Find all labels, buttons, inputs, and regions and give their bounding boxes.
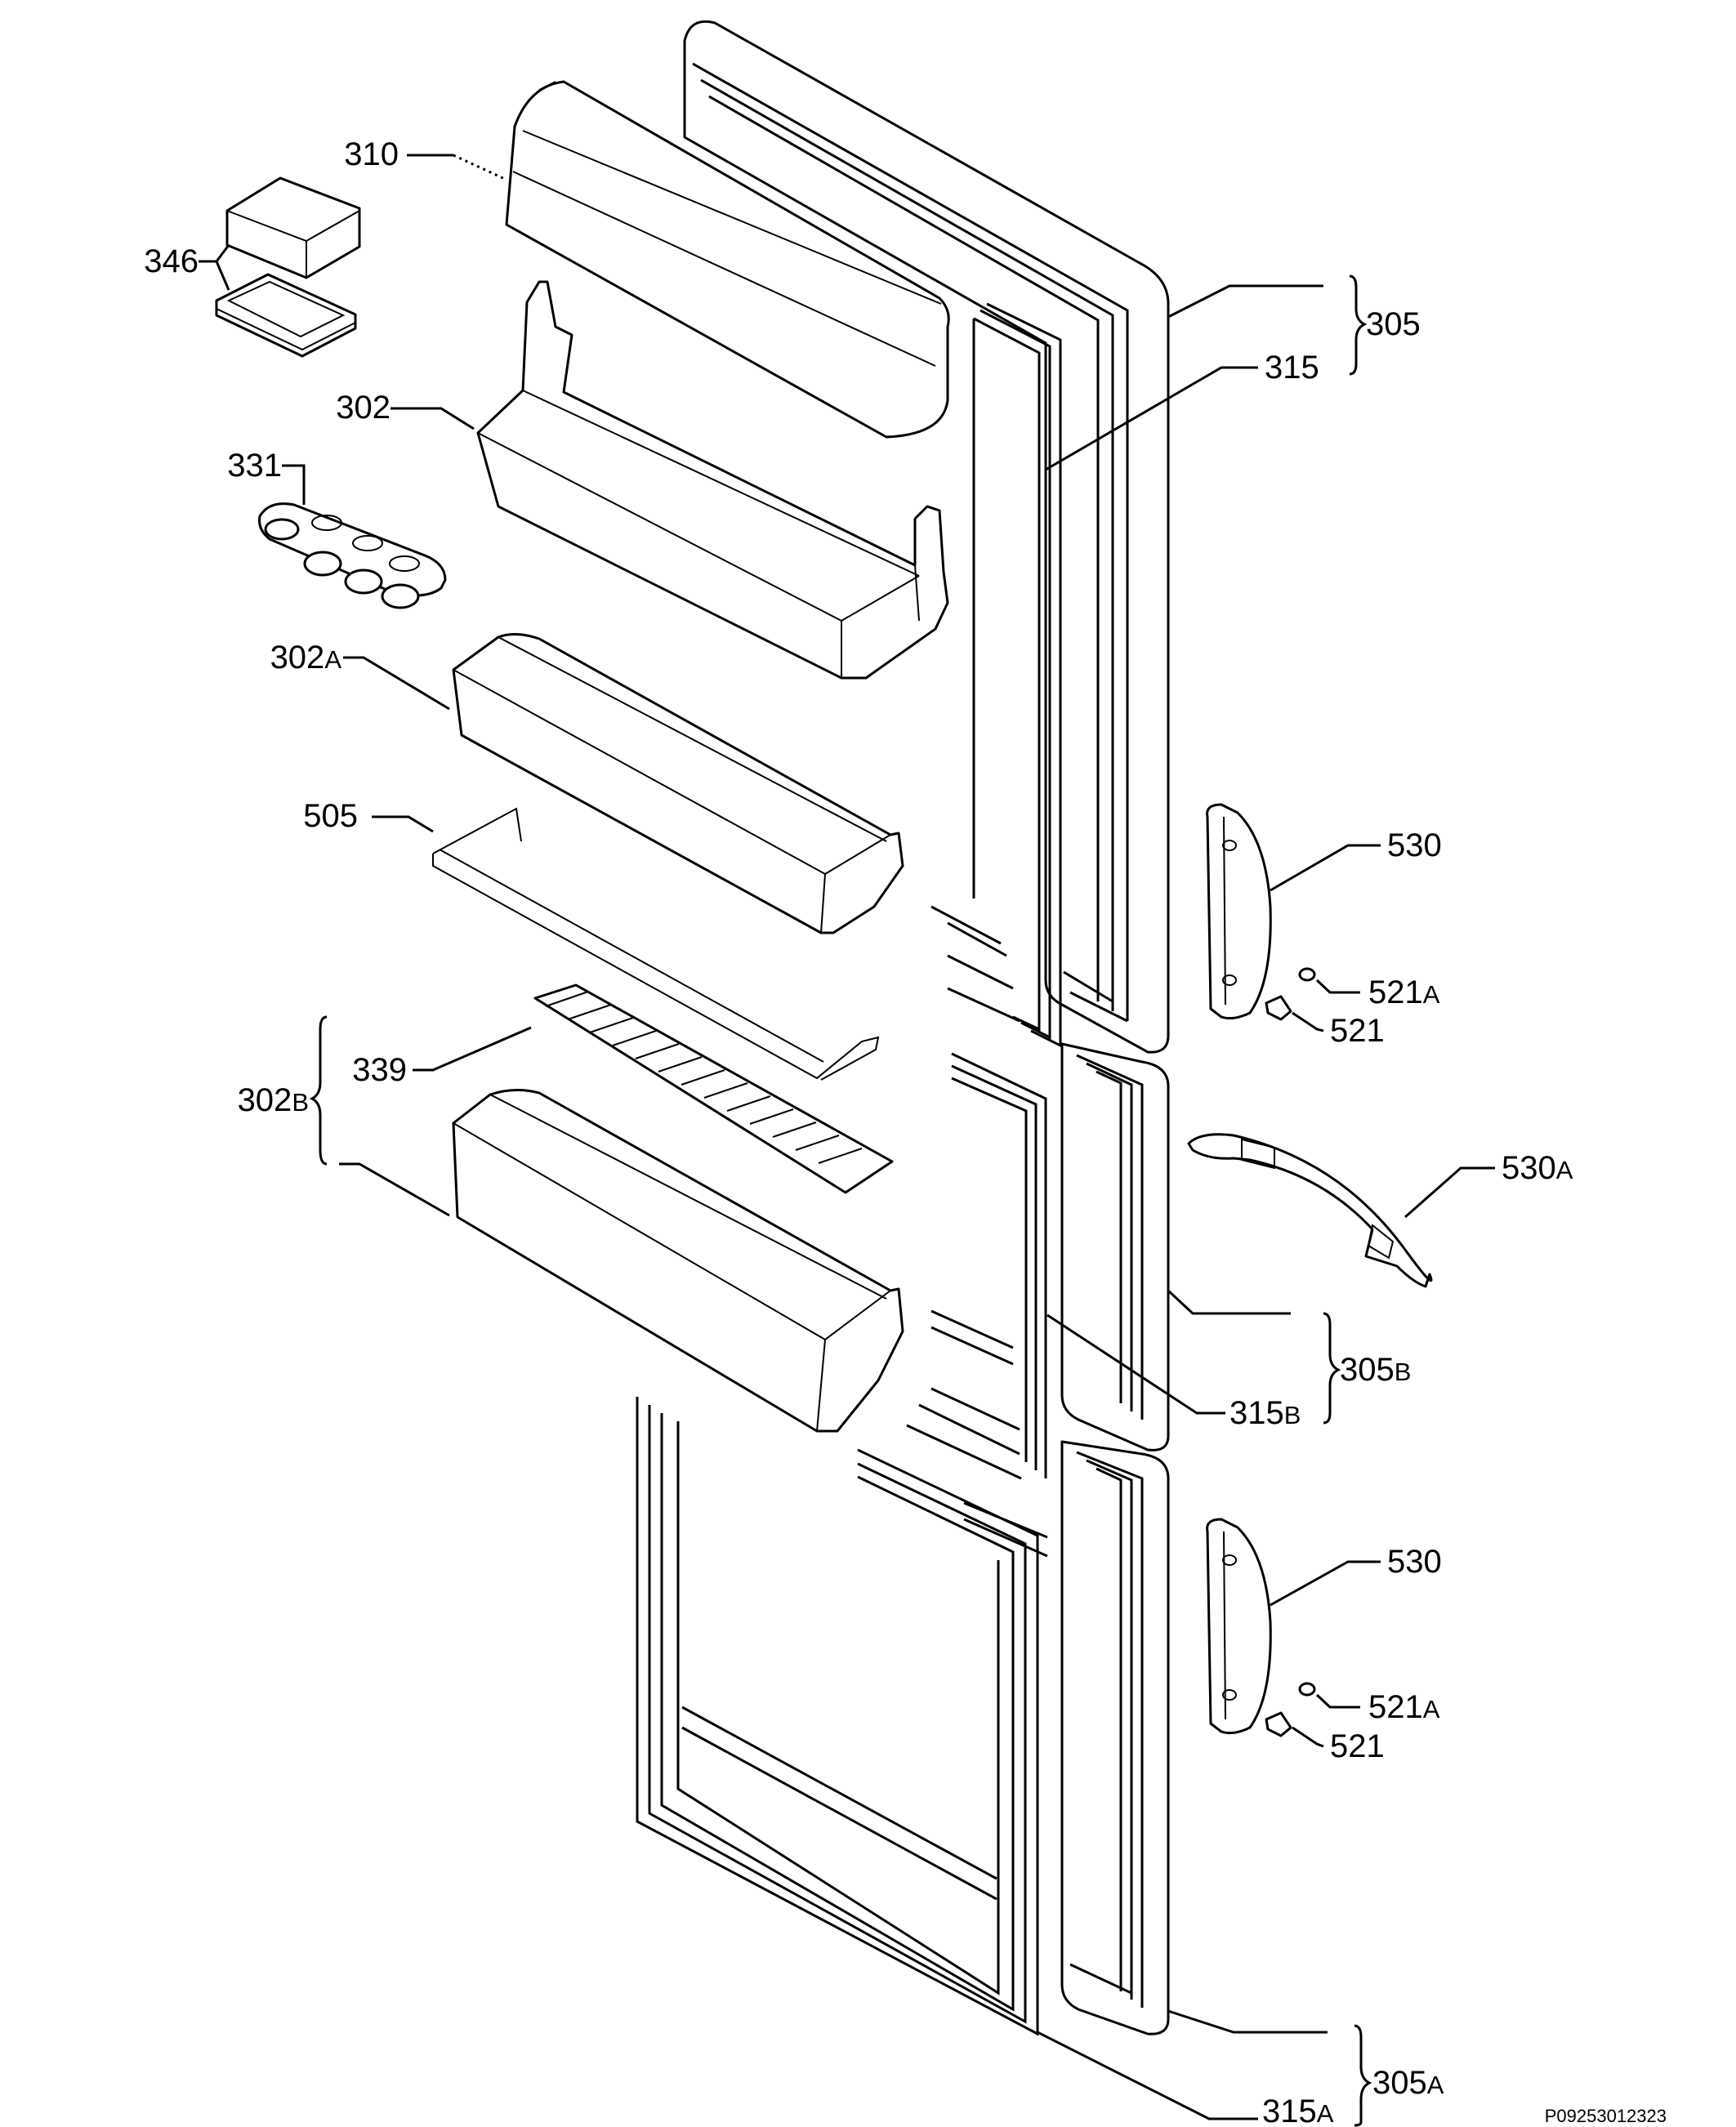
label-339: 339 <box>352 1052 407 1088</box>
label-310: 310 <box>344 136 399 172</box>
label-315: 315 <box>1265 350 1319 386</box>
lower-door-panel <box>1060 1440 1170 2036</box>
label-305: 305 <box>1366 306 1421 342</box>
part-346-butter-box <box>215 176 361 358</box>
part-331-egg-tray <box>258 502 447 609</box>
label-521a-bottom: 521A <box>1368 1689 1440 1725</box>
label-530-top: 530 <box>1387 827 1442 863</box>
label-315b: 315B <box>1229 1395 1301 1431</box>
part-530a-door-handle <box>1187 1133 1433 1288</box>
label-530-bottom: 530 <box>1387 1544 1442 1580</box>
leader-lines <box>199 154 1495 2127</box>
label-530a: 530A <box>1502 1150 1573 1186</box>
part-521-screw-bottom <box>1265 1711 1292 1737</box>
label-505: 505 <box>303 798 358 834</box>
label-315a: 315A <box>1262 2094 1334 2127</box>
part-302a-door-shelf <box>452 633 904 934</box>
part-302-door-shelf <box>476 280 949 680</box>
label-521-top: 521 <box>1330 1013 1385 1049</box>
label-331: 331 <box>227 448 282 484</box>
label-521-bottom: 521 <box>1330 1728 1385 1764</box>
label-305b: 305B <box>1340 1352 1411 1388</box>
drawing-reference-code: P09253012323 <box>1545 2106 1667 2126</box>
part-339-shelf-insert <box>533 983 894 1194</box>
part-530-door-handle-top <box>1206 803 1272 1020</box>
label-302a: 302A <box>270 640 342 676</box>
callout-labels: 310 346 302 331 302A 505 339 302B 305 31… <box>144 136 1573 2127</box>
label-346: 346 <box>144 243 199 279</box>
middle-door-gasket <box>906 1052 1047 1480</box>
part-302b-door-shelf <box>452 1089 904 1433</box>
label-305a: 305A <box>1372 2065 1444 2101</box>
part-521-screw-top <box>1265 995 1292 1021</box>
part-521a-cap-top <box>1298 967 1316 982</box>
lower-door-gasket <box>636 1397 1048 2036</box>
middle-door-panel <box>1060 1042 1170 1451</box>
part-310-shelf-lid <box>505 80 950 439</box>
label-302b: 302B <box>238 1082 309 1118</box>
upper-door-panel <box>683 20 1170 1054</box>
label-521a-top: 521A <box>1368 974 1440 1010</box>
part-521a-cap-bottom <box>1298 1682 1316 1697</box>
upper-door-gasket <box>930 302 1062 1048</box>
part-505-wire-rail <box>432 807 880 1081</box>
label-302: 302 <box>336 390 390 426</box>
part-530-door-handle-bottom <box>1206 1518 1272 1735</box>
